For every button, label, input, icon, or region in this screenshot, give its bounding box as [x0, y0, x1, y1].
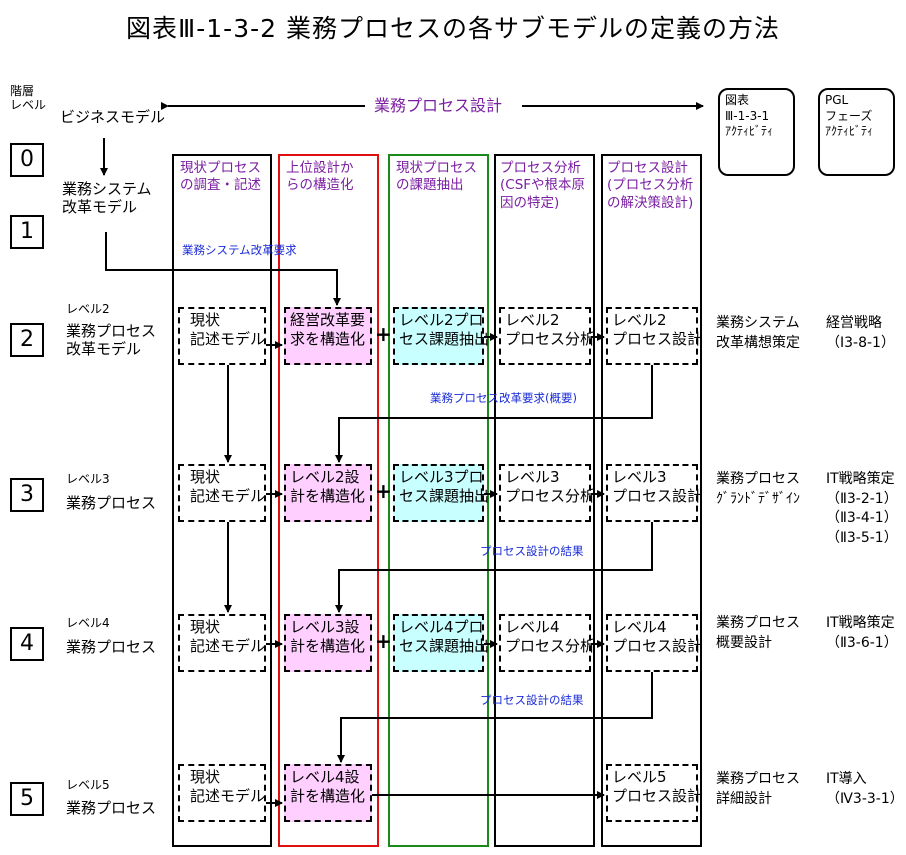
r3-design-box: レベル3 プロセス設計: [606, 464, 702, 522]
pgl-phase-box: PGL フェーズ ｱｸﾃｨﾋﾞﾃｨ: [818, 88, 895, 176]
level-3-box: 3: [10, 478, 44, 512]
arrow-r2-to-r3: [335, 365, 653, 463]
activity-reference-box: 図表 Ⅲ-1-3-1 ｱｸﾃｨﾋﾞﾃｨ: [718, 88, 795, 176]
column-head-3: 現状プロセス の課題抽出: [396, 160, 477, 194]
column-head-5: プロセス設計 (プロセス分析 の解決策設計): [607, 160, 694, 211]
column-process-analysis: [494, 154, 595, 847]
r3-current-model: 現状 記述モデル: [178, 464, 266, 522]
r3-activity: 業務プロセス ｸﾞﾗﾝﾄﾞﾃﾞｻﾞｲﾝ: [716, 471, 800, 507]
level-3-small: レベル3: [66, 472, 110, 486]
flow-label-system-requirement: 業務システム改革要求: [182, 243, 297, 257]
level-5-small: レベル5: [66, 778, 110, 792]
column-process-design: [601, 154, 702, 847]
r5-pgl: IT導入 （Ⅳ3-3-1）: [826, 771, 904, 807]
r5-structure-box: レベル4設 計を構造化: [284, 764, 372, 822]
level-1-box: 1: [10, 215, 44, 249]
arrow-r3-to-r4: [335, 522, 653, 613]
column-head-4: プロセス分析 (CSFや根本原 因の特定): [500, 160, 586, 211]
r2-pgl: 経営戦略 （Ⅰ3-8-1）: [826, 315, 895, 351]
level-5-box: 5: [10, 782, 44, 816]
r2-current-model: 現状 記述モデル: [178, 307, 266, 365]
r4-issue-box: レベル4プロ セス課題抽出: [393, 614, 489, 672]
figure-title: 図表Ⅲ-1-3-2 業務プロセスの各サブモデルの定義の方法: [126, 14, 780, 43]
level-4-name: 業務プロセス: [66, 638, 157, 656]
level-1-name: 業務システム 改革モデル: [62, 180, 152, 216]
flow-label-process-requirement: 業務プロセス改革要求(概要): [430, 391, 577, 405]
level-2-box: 2: [10, 323, 44, 357]
arrow-r4-to-r5: [337, 672, 653, 763]
level-5-name: 業務プロセス: [66, 799, 157, 817]
level-header-label: 階層 レベル: [10, 84, 47, 113]
flow-label-design-result-1: プロセス設計の結果: [480, 544, 584, 558]
r4-activity: 業務プロセス 概要設計: [716, 615, 800, 651]
column-structuring: [278, 154, 379, 847]
r4-current-model: 現状 記述モデル: [178, 614, 266, 672]
r4-design-box: レベル4 プロセス設計: [606, 614, 702, 672]
r5-current-model: 現状 記述モデル: [178, 764, 266, 822]
column-head-2: 上位設計か らの構造化: [286, 160, 354, 194]
r2-issue-box: レベル2プロ セス課題抽出: [393, 307, 489, 365]
arrow-level1-to-r2: [105, 232, 341, 306]
r4-analysis-box: レベル4 プロセス分析: [499, 614, 595, 672]
plus-sign-r2: +: [375, 322, 392, 346]
level-4-small: レベル4: [66, 616, 110, 630]
business-model-label: ビジネスモデル: [60, 108, 166, 126]
level-3-name: 業務プロセス: [66, 494, 157, 512]
plus-sign-r3: +: [375, 479, 392, 503]
level-2-name: 業務プロセス 改革モデル: [66, 322, 157, 358]
r3-analysis-box: レベル3 プロセス分析: [499, 464, 595, 522]
column-head-1: 現状プロセス の調査・記述: [180, 160, 261, 194]
r2-analysis-box: レベル2 プロセス分析: [499, 307, 595, 365]
r4-pgl: IT戦略策定 （Ⅱ3-6-1）: [826, 615, 898, 651]
r3-pgl: IT戦略策定 （Ⅱ3-2-1） （Ⅱ3-4-1） （Ⅱ3-5-1）: [826, 471, 898, 546]
process-design-title: 業務プロセス設計: [374, 96, 503, 115]
level-0-box: 0: [10, 143, 44, 177]
level-4-box: 4: [10, 627, 44, 661]
r4-structure-box: レベル3設 計を構造化: [284, 614, 372, 672]
column-issue-extraction: [388, 154, 489, 847]
level-2-small: レベル2: [66, 302, 110, 316]
r2-design-box: レベル2 プロセス設計: [606, 307, 702, 365]
plus-sign-r4: +: [375, 629, 392, 653]
flow-label-design-result-2: プロセス設計の結果: [480, 693, 584, 707]
r3-structure-box: レベル2設 計を構造化: [284, 464, 372, 522]
r2-activity: 業務システム 改革構想策定: [716, 315, 800, 351]
column-current-survey: [172, 154, 272, 847]
r3-issue-box: レベル3プロ セス課題抽出: [393, 464, 489, 522]
r5-design-box: レベル5 プロセス設計: [606, 764, 702, 822]
r5-activity: 業務プロセス 詳細設計: [716, 771, 800, 807]
r2-structure-box: 経営改革要 求を構造化: [284, 307, 372, 365]
